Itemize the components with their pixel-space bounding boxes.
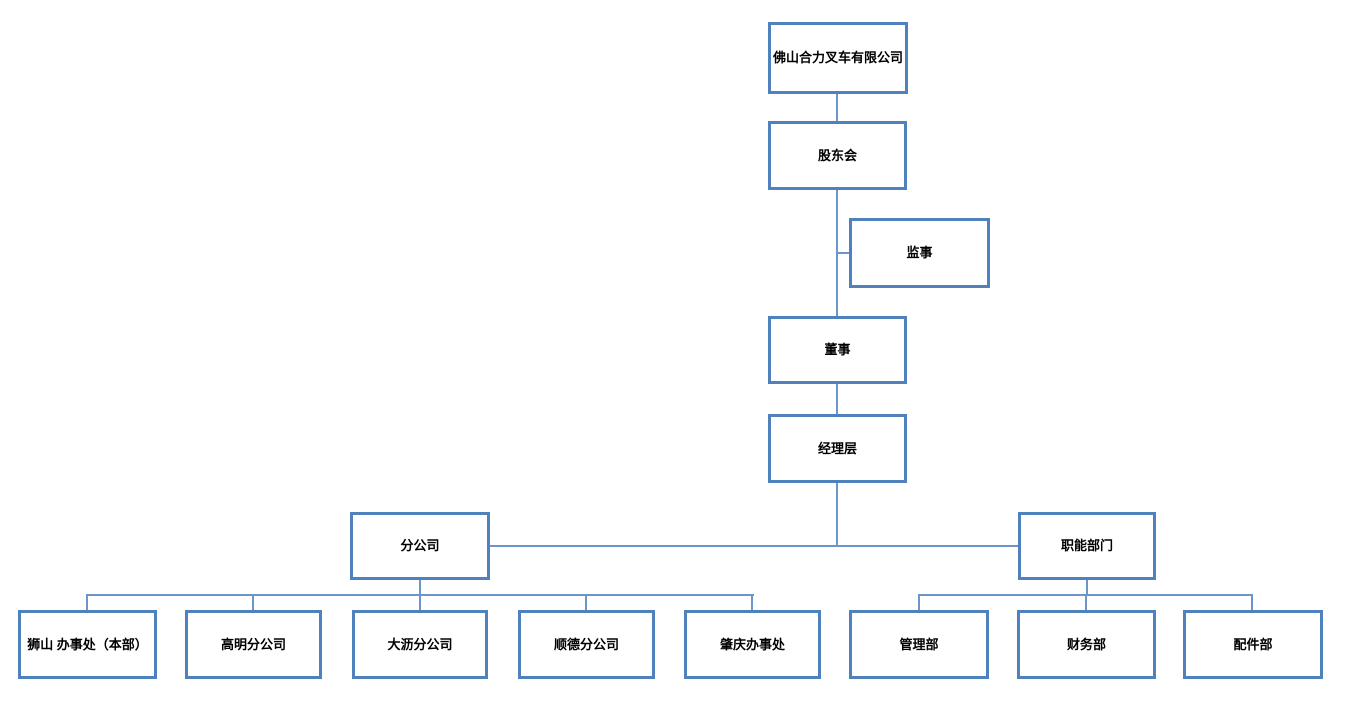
org-node-parts-dept: 配件部 — [1183, 610, 1323, 679]
connector-drop-dali — [419, 594, 421, 610]
connector-functional-drop — [1086, 580, 1088, 595]
org-node-dali-branch: 大沥分公司 — [352, 610, 488, 679]
org-node-shunde-branch-label: 顺德分公司 — [553, 636, 619, 652]
connector-drop-parts-dept — [1251, 594, 1253, 610]
org-node-gaoming-branch-label: 高明分公司 — [220, 636, 286, 652]
org-node-dali-branch-label: 大沥分公司 — [387, 636, 453, 652]
connector-company-shareholders — [836, 94, 838, 121]
org-node-finance-dept-label: 财务部 — [1066, 636, 1106, 652]
connector-branches-drop — [419, 580, 421, 595]
org-node-supervisor-label: 监事 — [906, 245, 933, 261]
connector-drop-finance-dept — [1085, 594, 1087, 610]
org-node-gaoming-branch: 高明分公司 — [185, 610, 322, 679]
org-node-management-dept-label: 管理部 — [899, 636, 939, 652]
org-node-supervisor: 监事 — [849, 218, 990, 288]
org-node-management-dept: 管理部 — [849, 610, 989, 679]
org-node-shareholders: 股东会 — [768, 121, 907, 190]
connector-director-management — [836, 384, 838, 414]
connector-drop-management-dept — [918, 594, 920, 610]
org-node-shunde-branch: 顺德分公司 — [518, 610, 655, 679]
org-node-company: 佛山合力叉车有限公司 — [768, 22, 908, 94]
org-node-management: 经理层 — [768, 414, 907, 483]
connector-management-drop — [836, 483, 838, 547]
org-node-company-label: 佛山合力叉车有限公司 — [773, 50, 904, 66]
org-node-functional: 职能部门 — [1018, 512, 1156, 580]
org-node-management-label: 经理层 — [817, 440, 857, 456]
org-node-shishan-office-label: 狮山 办事处（本部） — [27, 636, 148, 652]
org-node-shishan-office: 狮山 办事处（本部） — [18, 610, 157, 679]
org-node-director: 董事 — [768, 316, 907, 384]
org-node-zhaoqing-office-label: 肇庆办事处 — [719, 636, 785, 652]
org-node-finance-dept: 财务部 — [1017, 610, 1156, 679]
org-node-branches-label: 分公司 — [400, 538, 440, 554]
connector-drop-shishan — [86, 594, 88, 610]
connector-supervisor-stub — [838, 252, 849, 254]
connector-drop-zhaoqing — [751, 594, 753, 610]
org-node-shareholders-label: 股东会 — [817, 147, 857, 163]
org-node-parts-dept-label: 配件部 — [1233, 636, 1273, 652]
connector-drop-gaoming — [252, 594, 254, 610]
org-node-director-label: 董事 — [824, 342, 851, 358]
org-node-functional-label: 职能部门 — [1060, 538, 1113, 554]
org-node-branches: 分公司 — [350, 512, 490, 580]
org-node-zhaoqing-office: 肇庆办事处 — [684, 610, 821, 679]
connector-drop-shunde — [585, 594, 587, 610]
connector-shareholders-director — [836, 190, 838, 316]
connector-crossbar — [490, 545, 1018, 547]
